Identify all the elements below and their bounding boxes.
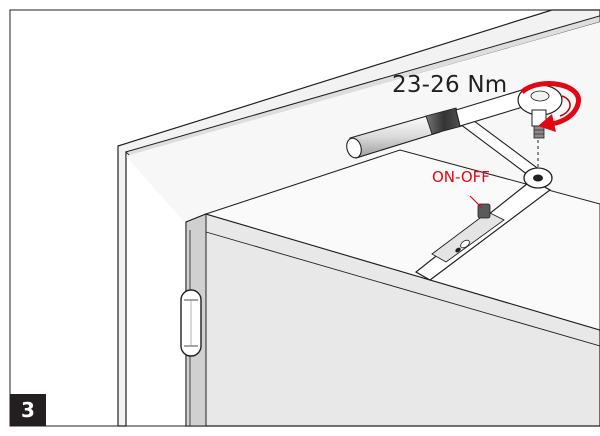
torque-wrench [346,84,563,159]
cabinet-frame [117,9,600,427]
switch-leader-line [469,195,483,209]
step-number-badge: 3 [10,394,46,426]
hinge-icon [180,289,202,357]
lift-arm [414,111,553,281]
torque-label: 23-26 Nm [392,72,508,98]
step-number: 3 [21,398,35,422]
rotation-arrow-icon [520,81,581,132]
cabinet-door [185,149,600,427]
on-off-label: ON-OFF [432,168,490,186]
